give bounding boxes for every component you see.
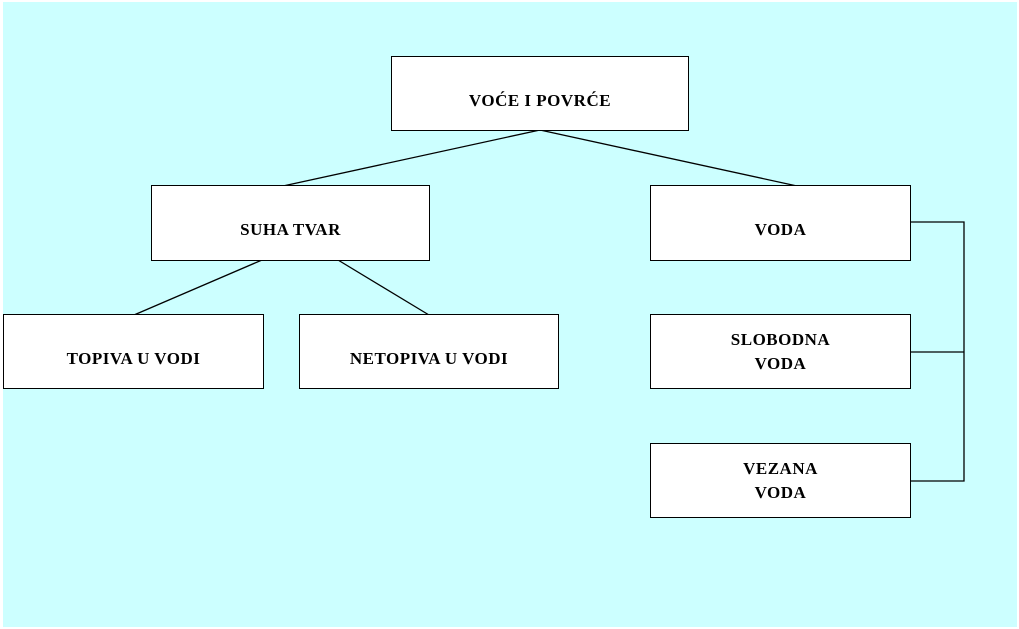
node-free-water: SLOBODNA VODA	[650, 314, 911, 389]
node-water: VODA	[650, 185, 911, 261]
node-root: VOĆE I POVRĆE	[391, 56, 689, 131]
node-free-water-line2: VODA	[754, 353, 807, 373]
edge-dry-matter-insoluble	[337, 259, 430, 316]
node-insoluble: NETOPIVA U VODI	[299, 314, 559, 389]
node-water-label: VODA	[754, 220, 807, 239]
node-insoluble-label: NETOPIVA U VODI	[349, 348, 509, 368]
node-dry-matter: SUHA TVAR	[151, 185, 430, 261]
node-root-label: VOĆE I POVRĆE	[468, 90, 612, 110]
edge-root-dry-matter	[282, 129, 541, 187]
node-dry-matter-label: SUHA TVAR	[240, 220, 341, 239]
node-soluble-label: TOPIVA U VODI	[66, 348, 201, 368]
node-bound-water-line2: VODA	[754, 482, 807, 502]
node-bound-water-line1: VEZANA	[743, 458, 818, 478]
node-free-water-line1: SLOBODNA	[730, 329, 831, 349]
edge-dry-matter-soluble	[133, 259, 263, 316]
edge-root-water	[539, 129, 798, 187]
node-bound-water: VEZANA VODA	[650, 443, 911, 518]
node-soluble: TOPIVA U VODI	[3, 314, 264, 389]
